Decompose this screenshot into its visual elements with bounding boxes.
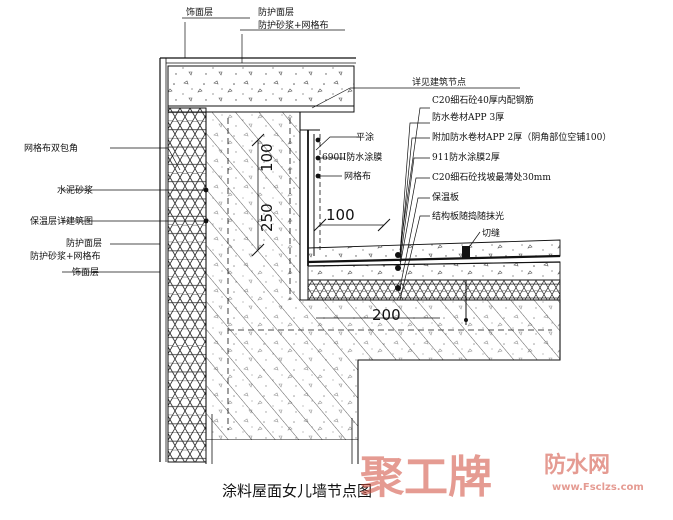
- svg-text:防水网: 防水网: [544, 453, 610, 478]
- label-protect-mortar-left: 防护砂浆+网格布: [30, 250, 101, 262]
- label-add-membrane: 附加防水卷材APP 2厚（阴角部位空铺100）: [432, 131, 611, 143]
- label-protect-top: 防护面层: [258, 6, 294, 18]
- label-finish-top: 饰面层: [186, 6, 213, 18]
- insulation-column: [167, 107, 207, 463]
- dim-100-vertical: 100: [258, 143, 276, 172]
- label-insulation: 保温层详建筑图: [30, 215, 93, 227]
- label-detail: 详见建筑节点: [412, 76, 466, 88]
- label-c20-40: C20细石砼40厚内配钢筋: [432, 94, 534, 106]
- label-slope: C20细石砼找坡最薄处30mm: [432, 171, 551, 183]
- label-mesh: 网格布: [344, 170, 371, 182]
- dim-250: 250: [258, 203, 276, 232]
- label-coat-911: 911防水涂膜2厚: [432, 151, 500, 163]
- svg-text:聚工牌: 聚工牌: [359, 452, 492, 503]
- drawing-title: 涂料屋面女儿墙节点图: [222, 482, 372, 500]
- label-finish-left: 饰面层: [72, 266, 99, 278]
- coping: [167, 65, 355, 107]
- label-mesh-wrap: 网格布双包角: [24, 142, 78, 154]
- label-protect-left: 防护面层: [66, 237, 102, 249]
- label-cement-mortar: 水泥砂浆: [57, 184, 93, 196]
- svg-text:www.Fsclzs.com: www.Fsclzs.com: [552, 482, 644, 493]
- label-insul-board: 保温板: [432, 191, 459, 203]
- label-slab: 结构板随捣随抹光: [432, 210, 504, 222]
- label-membrane-app3: 防水卷材APP 3厚: [432, 111, 504, 123]
- label-protect-mortar-top: 防护砂浆+网格布: [258, 19, 329, 31]
- watermark-logo: 聚工牌 防水网 www.Fsclzs.com: [359, 452, 644, 503]
- label-flat: 平涂: [356, 131, 374, 143]
- dim-200: 200: [372, 306, 401, 324]
- label-cut-joint: 切缝: [482, 227, 500, 239]
- label-coating-690: 690II防水涂膜: [322, 151, 382, 163]
- roof-insulation: [307, 279, 561, 301]
- dim-100: 100: [326, 206, 355, 224]
